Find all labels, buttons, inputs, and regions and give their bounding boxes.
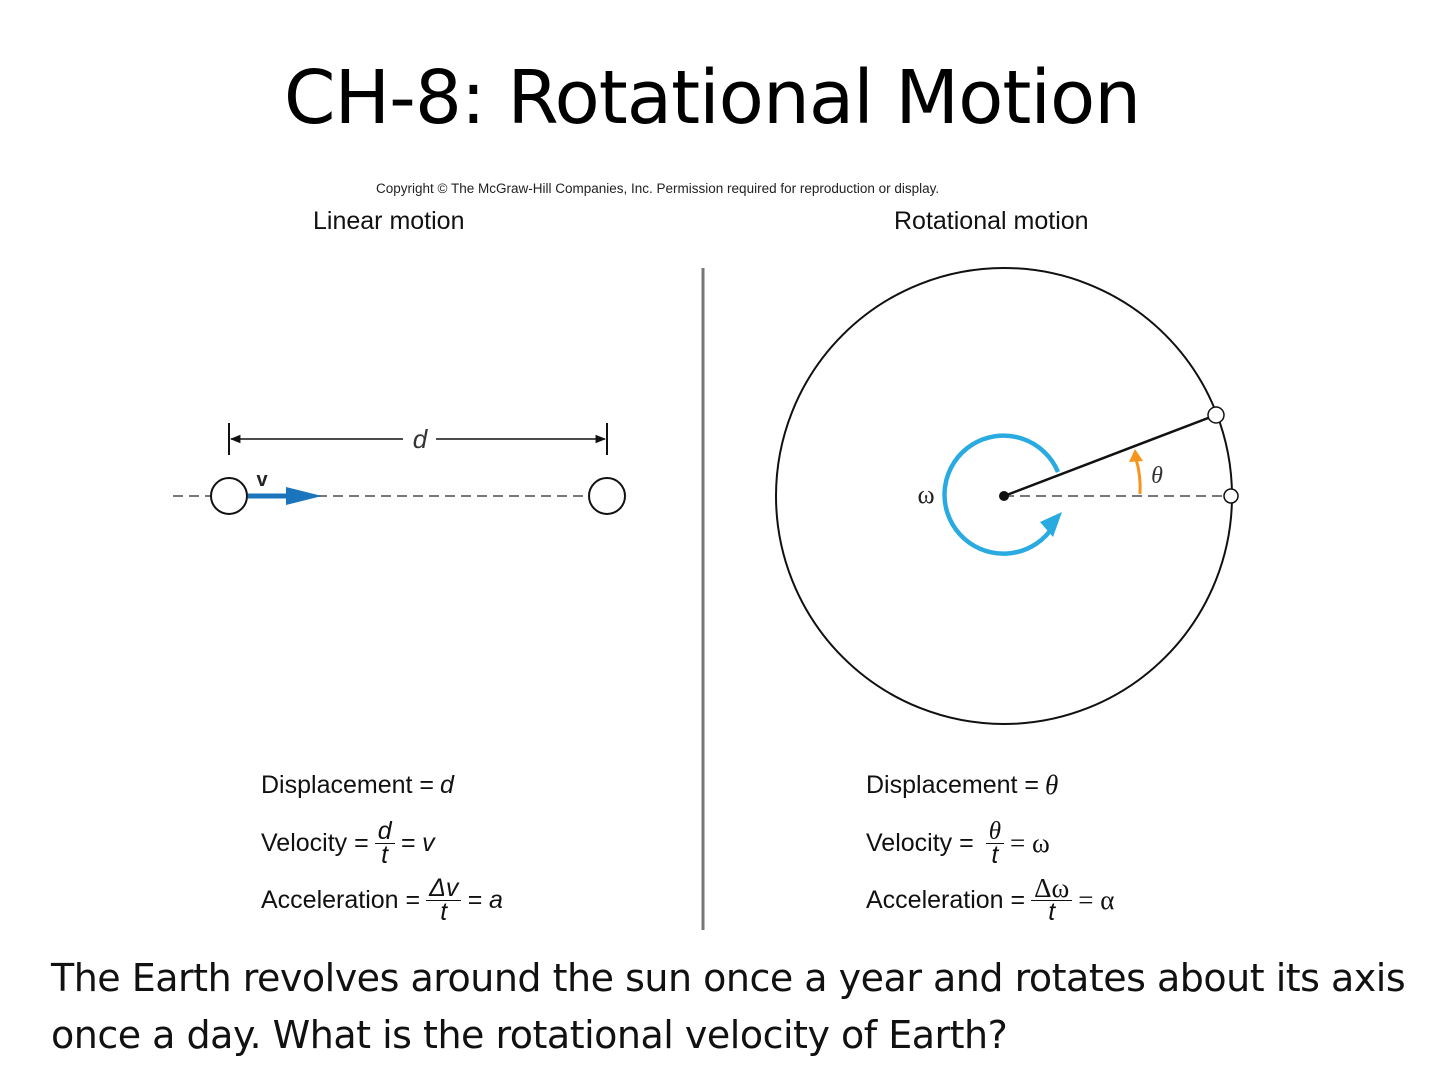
end-position-marker	[588, 477, 626, 515]
velocity-arrow-head	[286, 487, 322, 505]
theta-label: θ	[1151, 463, 1163, 489]
question-text: The Earth revolves around the sun once a…	[51, 956, 1406, 1057]
rotational-acceleration-fraction: Δω t	[1031, 874, 1073, 924]
start-position-marker	[210, 477, 248, 515]
angle-arrow-head	[1129, 449, 1143, 462]
angle-arc	[1134, 458, 1142, 495]
rotational-motion-heading: Rotational motion	[894, 207, 1089, 235]
omega-label: ω	[917, 480, 934, 509]
rotated-radius	[1003, 413, 1217, 498]
linear-velocity-equation: Velocity = d t = v	[261, 816, 435, 869]
rotational-acceleration-equation: Acceleration = Δω t = α	[866, 872, 1115, 926]
copyright-notice: Copyright © The McGraw-Hill Companies, I…	[376, 181, 940, 196]
slide-title: CH-8: Rotational Motion	[283, 55, 1141, 141]
angular-velocity-arrow-head	[1040, 512, 1062, 537]
rotated-point-marker	[1207, 406, 1225, 424]
velocity-vector-label: v	[256, 469, 268, 491]
distance-label: d	[413, 424, 429, 454]
linear-velocity-fraction: d t	[374, 818, 395, 867]
center-point	[999, 491, 1009, 501]
angular-velocity-arc	[942, 433, 1061, 556]
linear-acceleration-equation: Acceleration = Δv t = a	[261, 873, 503, 926]
reference-point-marker	[1223, 488, 1239, 504]
linear-acceleration-fraction: Δv t	[426, 875, 462, 924]
rotational-velocity-fraction: θ t	[985, 819, 1004, 867]
rotational-velocity-equation: Velocity = θ t = ω	[866, 817, 1050, 869]
rotational-displacement-equation: Displacement = θ	[866, 769, 1059, 800]
linear-displacement-equation: Displacement = d	[261, 770, 454, 799]
linear-motion-heading: Linear motion	[313, 207, 465, 235]
